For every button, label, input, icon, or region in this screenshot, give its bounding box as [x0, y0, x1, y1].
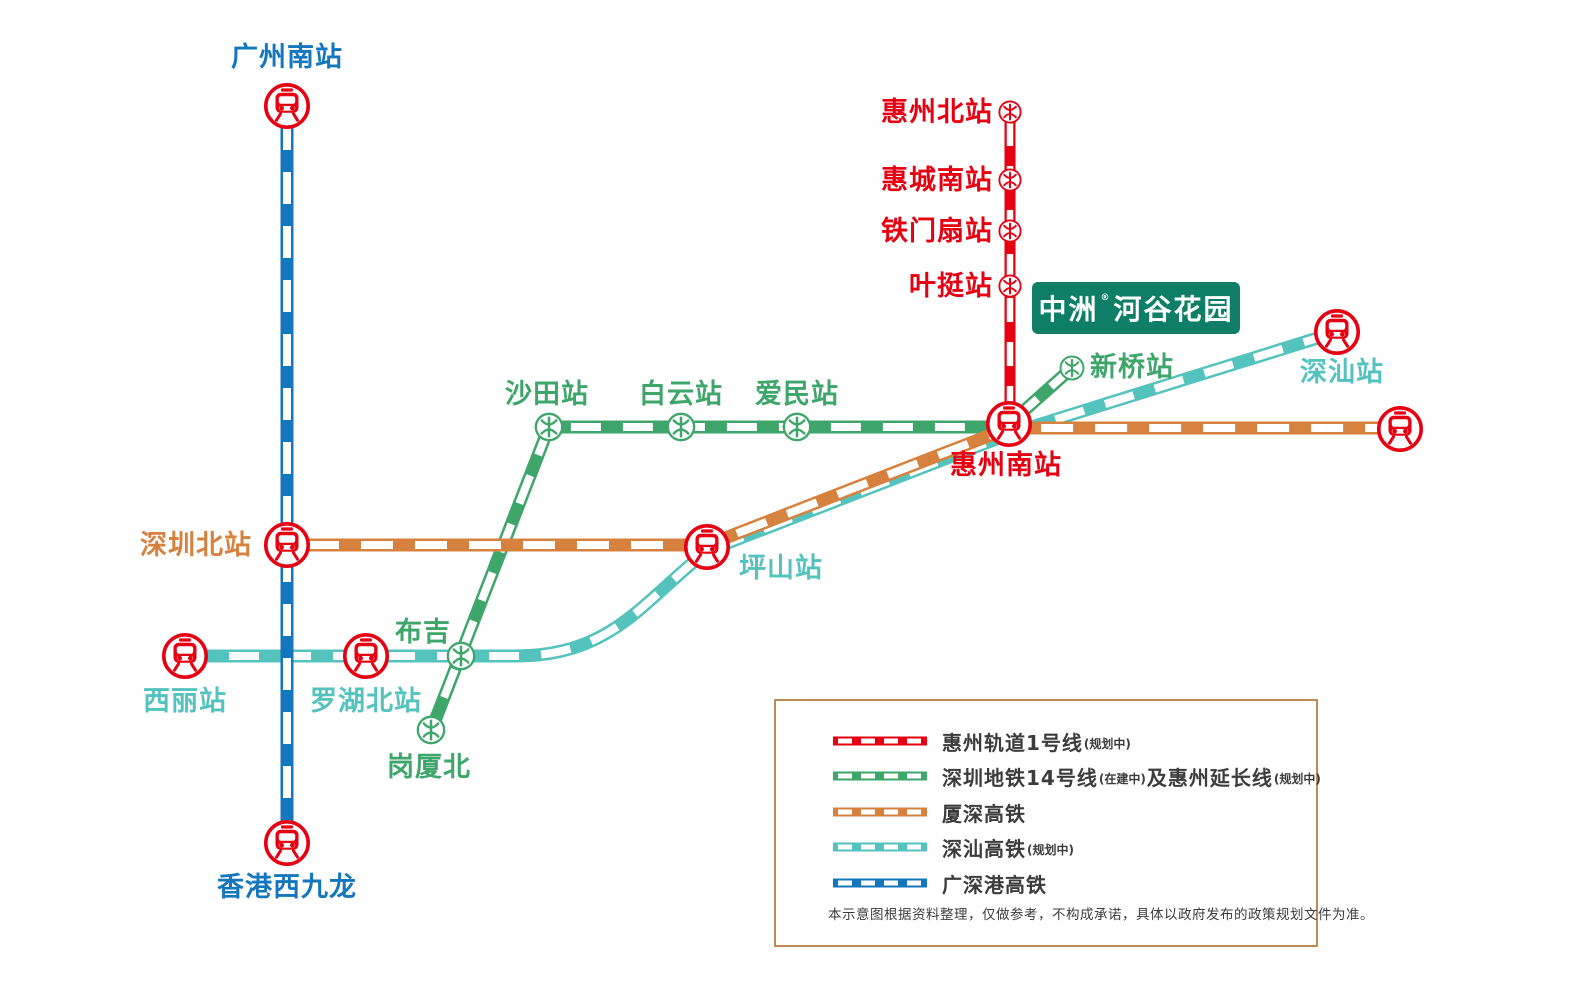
logo-brand-text: 中洲: [1038, 293, 1099, 326]
legend-row-huizhou-rail-1: 惠州轨道1号线 (规划中): [832, 728, 1132, 755]
legend-label: 广深港高铁: [942, 872, 1047, 897]
station-icon-buji: [446, 641, 476, 671]
legend-note: (规划中): [1027, 842, 1074, 857]
legend-label: 深汕高铁: [942, 836, 1026, 861]
station-icon-huicheng-south: [998, 168, 1022, 192]
logo-project-text: 河谷花园: [1113, 293, 1234, 326]
station-label-baiyun: 白云站: [639, 379, 723, 410]
legend-line-sample-blue: [833, 878, 927, 888]
station-icon-luohu-north: [342, 632, 390, 680]
station-icon-hongkong-west-kowloon: [263, 819, 311, 867]
station-label-huizhou-south: 惠州南站: [950, 450, 1062, 481]
legend-line-sample-teal: [833, 842, 927, 852]
station-label-shatian: 沙田站: [505, 379, 589, 410]
station-icon-shenzhen-north: [263, 521, 311, 569]
station-label-luohu-north: 罗湖北站: [310, 686, 422, 717]
registered-mark-icon: ®: [1100, 293, 1110, 303]
station-label-buji: 布吉: [395, 617, 451, 648]
station-label-xinqiao: 新桥站: [1090, 352, 1174, 383]
station-icon-pingshan: [683, 523, 731, 571]
station-icon-xili: [162, 632, 208, 680]
station-label-xili: 西丽站: [143, 686, 227, 717]
legend-label2: 及惠州延长线: [1146, 765, 1273, 790]
legend-note2: (规划中): [1273, 771, 1321, 786]
station-label-hongkong-west-kowloon: 香港西九龙: [217, 872, 357, 903]
line-xiashen-hsr: [287, 421, 1400, 552]
station-icon-gangxiabei: [416, 715, 446, 745]
station-icon-aimin: [782, 412, 812, 442]
project-logo-badge: 中洲®河谷花园: [1032, 282, 1240, 334]
legend-row-xiashen-hsr: 厦深高铁: [832, 799, 1026, 826]
station-icon-huizhou-north: [998, 100, 1022, 124]
station-icon-shatian: [534, 412, 564, 442]
legend-line-sample-orange: [833, 807, 927, 817]
station-icon-xiashen-east-terminus: [1377, 405, 1423, 453]
station-label-gangxiabei: 岗厦北: [387, 752, 471, 783]
station-icon-xinqiao: [1059, 355, 1085, 381]
station-label-yeting: 叶挺站: [909, 271, 993, 302]
station-icon-yeting: [998, 274, 1022, 298]
station-label-huizhou-north: 惠州北站: [881, 97, 993, 128]
station-label-guangzhou-south: 广州南站: [231, 42, 343, 73]
legend-label: 深圳地铁14号线: [942, 765, 1098, 790]
legend-disclaimer: 本示意图根据资料整理，仅做参考，不构成承诺，具体以政府发布的政策规划文件为准。: [828, 907, 1374, 923]
station-icon-shenshan: [1314, 308, 1360, 356]
station-label-shenshan: 深汕站: [1300, 357, 1384, 388]
legend-note: (在建中): [1098, 771, 1146, 786]
legend-label: 厦深高铁: [942, 801, 1026, 826]
legend-line-sample-red: [833, 736, 927, 746]
legend-box: 惠州轨道1号线 (规划中) 深圳地铁14号线 (在建中) 及惠州延长线 (规划中…: [774, 699, 1374, 947]
legend-row-shenzhen-metro-14: 深圳地铁14号线 (在建中) 及惠州延长线 (规划中): [832, 763, 1322, 790]
station-label-shenzhen-north: 深圳北站: [140, 530, 252, 561]
station-label-aimin: 爱民站: [755, 379, 839, 410]
legend-line-sample-green: [833, 771, 927, 781]
station-icon-tiemenshan: [998, 219, 1022, 243]
station-label-huicheng-south: 惠城南站: [881, 165, 993, 196]
station-icon-baiyun: [666, 412, 696, 442]
station-icon-guangzhou-south: [263, 83, 311, 129]
station-label-tiemenshan: 铁门扇站: [881, 216, 993, 247]
legend-row-guangshengang-hsr: 广深港高铁: [832, 870, 1047, 897]
legend-row-shenshan-hsr: 深汕高铁 (规划中): [832, 834, 1075, 861]
legend-note: (规划中): [1083, 736, 1131, 751]
station-icon-huizhou-south: [985, 400, 1032, 448]
legend-label: 惠州轨道1号线: [942, 730, 1083, 755]
station-label-pingshan: 坪山站: [739, 553, 823, 584]
